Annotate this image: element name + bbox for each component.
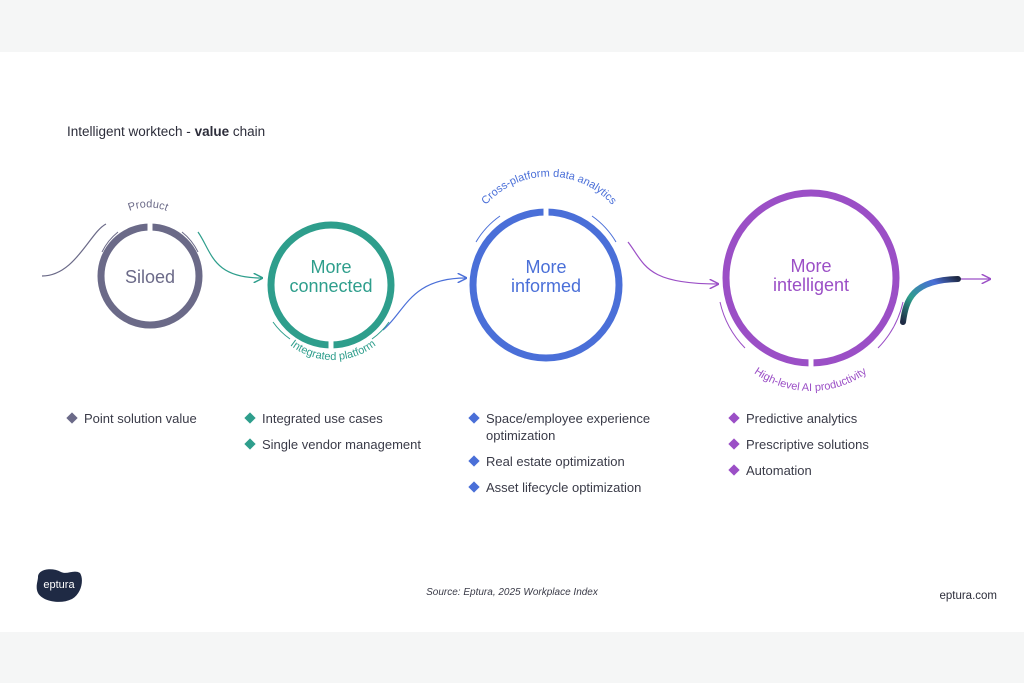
stage-connected: More connected Integrated platform: [267, 221, 395, 363]
diamond-icon: [728, 438, 740, 450]
diamond-icon: [468, 481, 480, 493]
stage-2-title-line1: More: [310, 257, 351, 277]
value-chain-diagram: Siloed Product More connected Integrated…: [41, 167, 1024, 394]
stage-1-bullets: Point solution value: [66, 410, 236, 436]
stage-intelligent: More intelligent High-level AI productiv…: [719, 189, 904, 394]
site-link[interactable]: eptura.com: [939, 590, 997, 602]
page-title: Intelligent worktech - value chain: [67, 124, 266, 139]
list-item: Space/employee experience optimization: [468, 410, 698, 444]
list-item: Asset lifecycle optimization: [468, 479, 698, 496]
list-item: Integrated use cases: [244, 410, 454, 427]
list-item: Automation: [728, 462, 948, 479]
stage-4-title-line1: More: [790, 256, 831, 276]
progress-tail: [900, 276, 961, 325]
list-item: Predictive analytics: [728, 410, 948, 427]
list-item: Single vendor management: [244, 436, 454, 453]
stage-4-title-line2: intelligent: [773, 275, 849, 295]
stage-3-arc-label: Cross-platform data analytics: [479, 167, 619, 207]
stage-1-title: Siloed: [125, 267, 175, 287]
diamond-icon: [468, 455, 480, 467]
stage-2-title-line2: connected: [289, 276, 372, 296]
diamond-icon: [244, 412, 256, 424]
stage-siloed: Siloed Product: [97, 198, 203, 329]
slide: Intelligent worktech - value chain: [0, 52, 1024, 632]
stage-4-bullets: Predictive analytics Prescriptive soluti…: [728, 410, 948, 488]
stage-3-bullets: Space/employee experience optimization R…: [468, 410, 698, 505]
diamond-icon: [728, 412, 740, 424]
eptura-logo: eptura: [34, 567, 84, 603]
list-item: Point solution value: [66, 410, 236, 427]
connector-3-4: [627, 241, 718, 284]
diamond-icon: [66, 412, 78, 424]
list-item: Prescriptive solutions: [728, 436, 948, 453]
connector-1-2: [197, 231, 262, 278]
connector-2-3: [382, 278, 466, 331]
connector-start: [41, 223, 107, 277]
stage-3-title-line2: informed: [511, 276, 581, 296]
source-note: Source: Eptura, 2025 Workplace Index: [426, 587, 598, 598]
stage-1-arc-label: Product: [127, 198, 170, 214]
stage-informed: More informed Cross-platform data analyt…: [469, 167, 623, 362]
diamond-icon: [244, 438, 256, 450]
diamond-icon: [728, 464, 740, 476]
list-item: Real estate optimization: [468, 453, 698, 470]
diamond-icon: [468, 412, 480, 424]
stage-3-title-line1: More: [525, 257, 566, 277]
stage-2-bullets: Integrated use cases Single vendor manag…: [244, 410, 454, 462]
